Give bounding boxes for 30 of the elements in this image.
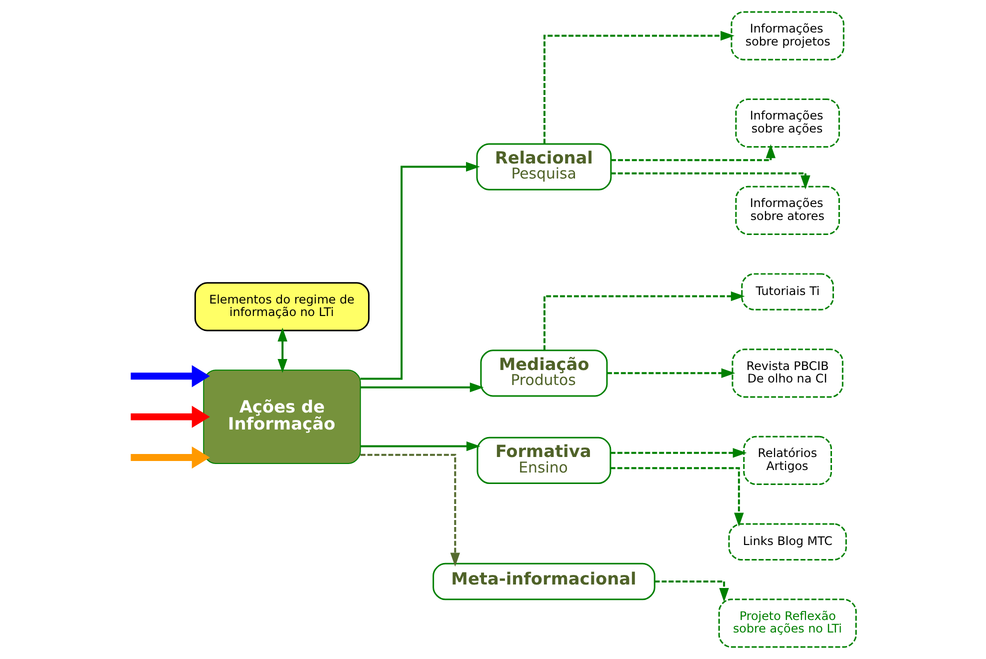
arrow	[610, 448, 747, 458]
arrow	[360, 162, 480, 380]
node-box: Informações sobre ações	[735, 98, 840, 148]
node-box: Ações de Informação	[203, 370, 361, 464]
node-box: Relatórios Artigos	[743, 436, 832, 486]
arrow	[360, 454, 460, 567]
node-box: Informações sobre atores	[735, 186, 840, 235]
node-box: Mediação Produtos	[480, 350, 608, 397]
node-box: Tutoriais Ti	[741, 273, 834, 310]
arrow	[278, 328, 288, 373]
node-box: Formativa Ensino	[476, 436, 612, 484]
node-box: Projeto Reflexão sobre ações no LTi	[718, 598, 857, 648]
node-box: Revista PBCIB De olho na CI	[732, 348, 844, 398]
arrow	[130, 446, 210, 469]
node-box: Elementos do regime de informação no LTi	[194, 282, 370, 332]
arrow	[654, 580, 729, 602]
node-box: Links Blog MTC	[728, 523, 847, 560]
node-box: Meta-informacional	[432, 562, 656, 600]
arrow	[360, 441, 480, 452]
arrow	[543, 30, 734, 144]
node-box: Informações sobre projetos	[730, 11, 844, 60]
arrow	[130, 365, 210, 388]
arrow	[611, 144, 776, 162]
node-box: Relacional Pesquisa	[476, 143, 612, 190]
arrow	[610, 467, 744, 527]
arrow	[360, 382, 484, 392]
arrow	[130, 406, 210, 428]
arrow	[607, 368, 736, 378]
arrow	[610, 172, 810, 190]
arrow	[543, 291, 745, 350]
